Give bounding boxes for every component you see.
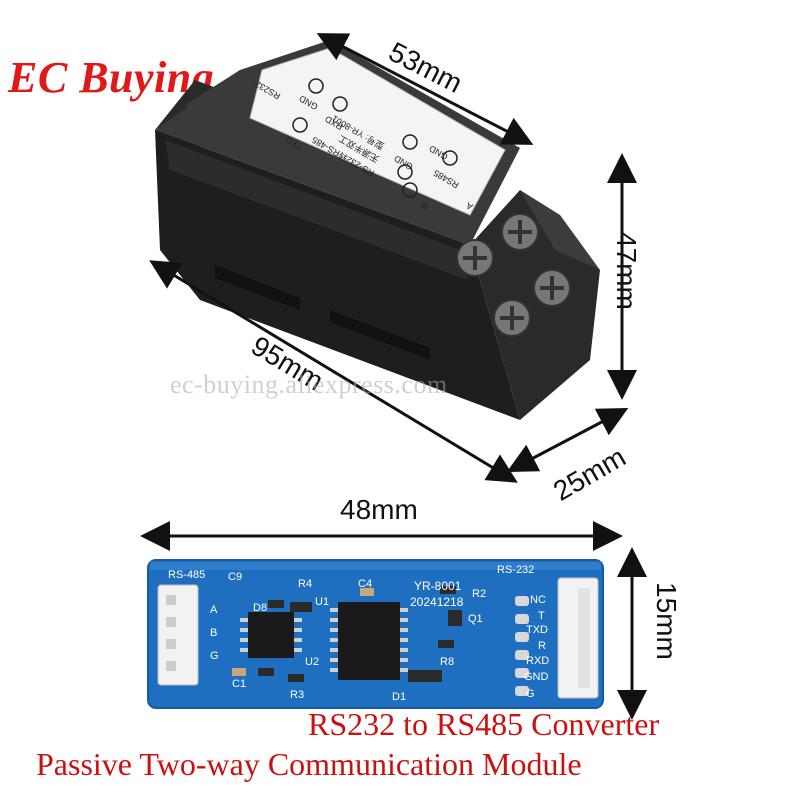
pcb-c9: C9 [228,571,242,583]
brand-logo: EC Buying [8,53,215,102]
pcb-d8: D8 [253,602,267,614]
dim-arrow-95mm [149,260,518,483]
pcb-r2: R2 [472,588,486,600]
dim-label-47mm: 47mm [611,232,642,310]
pcb-model: YR-8001 [414,579,462,593]
pcb-illustration: RS-485 RS-232 A B G NC T TXD R RXD GND G… [140,521,647,720]
pcb-pin-nc: NC [530,594,546,606]
pcb-r4: R4 [298,578,312,590]
ic-chip-main [338,602,400,680]
dim-arrow-25mm [506,408,629,472]
smd-components [232,586,462,682]
pcb-d1: D1 [392,691,406,703]
pcb-pin-g-left: G [210,650,219,662]
ic-chip-left [248,612,294,658]
watermark: ec-buying.aliexpress.com [170,370,448,399]
pcb-pin-r: R [538,640,546,652]
pcb-pin-rxd: RXD [526,655,549,667]
dim-label-48mm: 48mm [340,494,418,525]
pcb-rs485-label: RS-485 [168,569,205,581]
pcb-date: 20241218 [410,595,464,609]
pcb-c4: C4 [358,578,372,590]
pcb-pin-b: B [210,627,217,639]
pcb-c1: C1 [232,678,246,690]
pcb-pin-gnd: GND [524,671,549,683]
label-pin-a: A [464,200,474,212]
pcb-q1: Q1 [468,613,483,625]
pcb-rs232-label: RS-232 [497,564,534,576]
enclosure-illustration: RS232 RS485 型号: YR-8001 无源半双工 RS-232转RS-… [149,33,637,483]
pcb-pin-g-right: G [526,688,535,700]
rs485-connector [157,584,199,686]
caption-line-2: Passive Two-way Communication Module [36,746,582,782]
dim-label-15mm: 15mm [651,582,682,660]
pcb-pin-txd: TXD [526,624,548,636]
caption-line-1: RS232 to RS485 Converter [308,706,660,742]
pcb-pin-a: A [210,604,218,616]
pcb-u1: U1 [315,596,329,608]
dim-arrow-53mm [316,33,534,145]
pcb-u2: U2 [305,656,319,668]
label-pin-b: B [419,200,429,212]
pcb-r3: R3 [290,689,304,701]
pcb-pin-t: T [538,610,545,622]
pcb-r8: R8 [440,656,454,668]
